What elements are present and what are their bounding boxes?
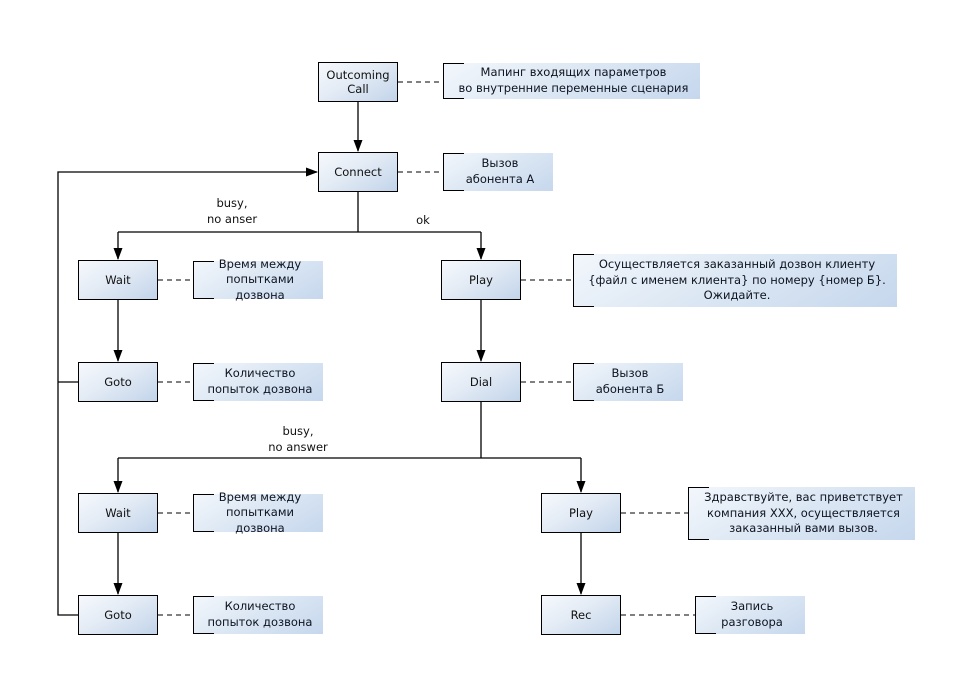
- note-wait-top: Время между попытками дозвона: [193, 257, 323, 302]
- edge-label-busy-no-anser: busy, no anser: [206, 196, 258, 227]
- note-wait-bottom: Время между попытками дозвона: [193, 490, 323, 535]
- note-play-top: Осуществляется заказанный дозвон клиенту…: [573, 254, 897, 307]
- node-wait-bottom: Wait: [78, 493, 158, 533]
- note-mapping-params: Мапинг входящих параметров во внутренние…: [443, 63, 700, 99]
- edge-label-busy-no-answer: busy, no answer: [268, 424, 328, 455]
- node-play-top: Play: [441, 260, 521, 300]
- note-call-subscriber-a: Вызов абонента А: [443, 153, 553, 191]
- note-goto-bottom: Количество попыток дозвона: [193, 596, 323, 634]
- node-play-bottom: Play: [541, 493, 621, 533]
- edge-label-ok: ok: [416, 213, 430, 227]
- note-call-subscriber-b: Вызов абонента Б: [573, 363, 683, 401]
- node-connect: Connect: [318, 152, 398, 192]
- node-goto-bottom: Goto: [78, 595, 158, 635]
- node-dial: Dial: [441, 362, 521, 402]
- node-outcoming-call: Outcoming Call: [318, 62, 398, 102]
- node-wait-top: Wait: [78, 260, 158, 300]
- note-goto-top: Количество попыток дозвона: [193, 363, 323, 401]
- note-play-bottom: Здравствуйте, вас приветствует компания …: [688, 487, 915, 540]
- note-record: Запись разговора: [695, 596, 805, 634]
- node-rec: Rec: [541, 595, 621, 635]
- node-goto-top: Goto: [78, 362, 158, 402]
